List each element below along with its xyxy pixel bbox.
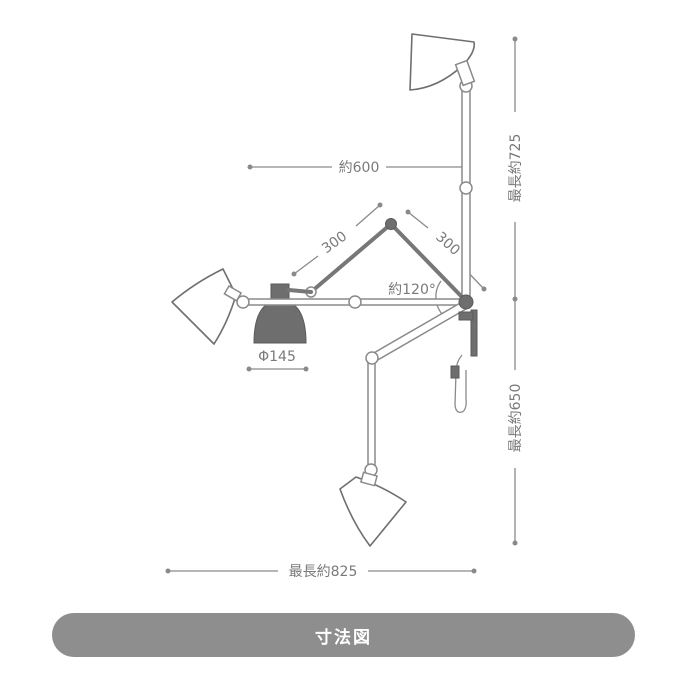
wall-bracket-plate <box>470 309 478 357</box>
lamp-downward-arm <box>364 300 468 477</box>
dark-shade-neck <box>287 288 313 294</box>
footer-bar: 寸法図 <box>52 613 635 657</box>
left-shade-neck <box>223 285 243 302</box>
downward-arm-elbow-joint <box>365 351 379 365</box>
height-up-dimension: 最長約725 <box>508 36 524 302</box>
dark-shade-body <box>253 299 307 344</box>
top-shade-neck <box>454 59 476 87</box>
lamp-shade-dark <box>253 283 313 344</box>
shade-diameter-dimension: Φ145 <box>246 349 309 372</box>
arm-upper-dim-end-dot <box>377 202 383 208</box>
downward-arm-upper-rod <box>370 300 468 363</box>
wall-mount <box>450 294 478 413</box>
horizontal-arm-end-joint <box>236 295 250 309</box>
width-dim-label: 最長約825 <box>289 564 358 580</box>
horizontal-arm-middle-joint <box>348 295 362 309</box>
arm-upper-dimension: 300 <box>291 202 383 277</box>
bottom-shade-neck <box>360 471 378 487</box>
height-up-dim-label: 最長約725 <box>508 134 524 203</box>
lamp-shade-left <box>171 268 243 345</box>
width-dim-end-dot <box>471 568 477 574</box>
total-width-dimension: 最長約825 <box>165 564 477 580</box>
power-cord <box>454 354 467 413</box>
height-down-dimension: 最長約650 <box>508 299 524 546</box>
bent-arm-upper-rod <box>309 222 393 294</box>
lamp-shade-top <box>409 33 476 91</box>
height-down-dim-label: 最長約650 <box>508 384 524 453</box>
reach-dimension: 約600 <box>247 160 471 176</box>
bent-arm-elbow-joint <box>385 218 397 230</box>
height-down-dim-end-dot <box>512 540 518 546</box>
vertical-arm-middle-joint <box>459 181 473 195</box>
left-shade-body <box>171 268 237 345</box>
reach-dim-label: 約600 <box>339 160 380 176</box>
wall-mount-pivot <box>458 294 474 310</box>
arm-upper-dim-label: 300 <box>319 228 350 257</box>
bent-arm-lower-rod <box>389 222 464 299</box>
footer-label: 寸法図 <box>315 627 372 648</box>
shade-dim-end-dot <box>303 366 309 372</box>
shade-diameter-label: Φ145 <box>258 349 296 365</box>
wall-bracket-arm <box>458 311 474 321</box>
lamp-vertical-arm <box>459 79 473 303</box>
dark-shade-cap <box>270 283 290 301</box>
bottom-shade-body <box>339 476 407 547</box>
downward-arm-lower-rod <box>367 357 376 471</box>
lamp-shade-bottom <box>339 471 407 547</box>
arm-upper-dim-line-b <box>355 204 381 227</box>
angle-label: 約120° <box>388 282 436 298</box>
arm-upper-dim-line-a <box>293 255 319 275</box>
arm-lower-dim-label: 300 <box>432 229 463 259</box>
arm-lower-dim-line-a <box>407 211 429 229</box>
cord-plug <box>450 365 460 379</box>
arm-lower-dim-end-dot <box>481 286 487 292</box>
